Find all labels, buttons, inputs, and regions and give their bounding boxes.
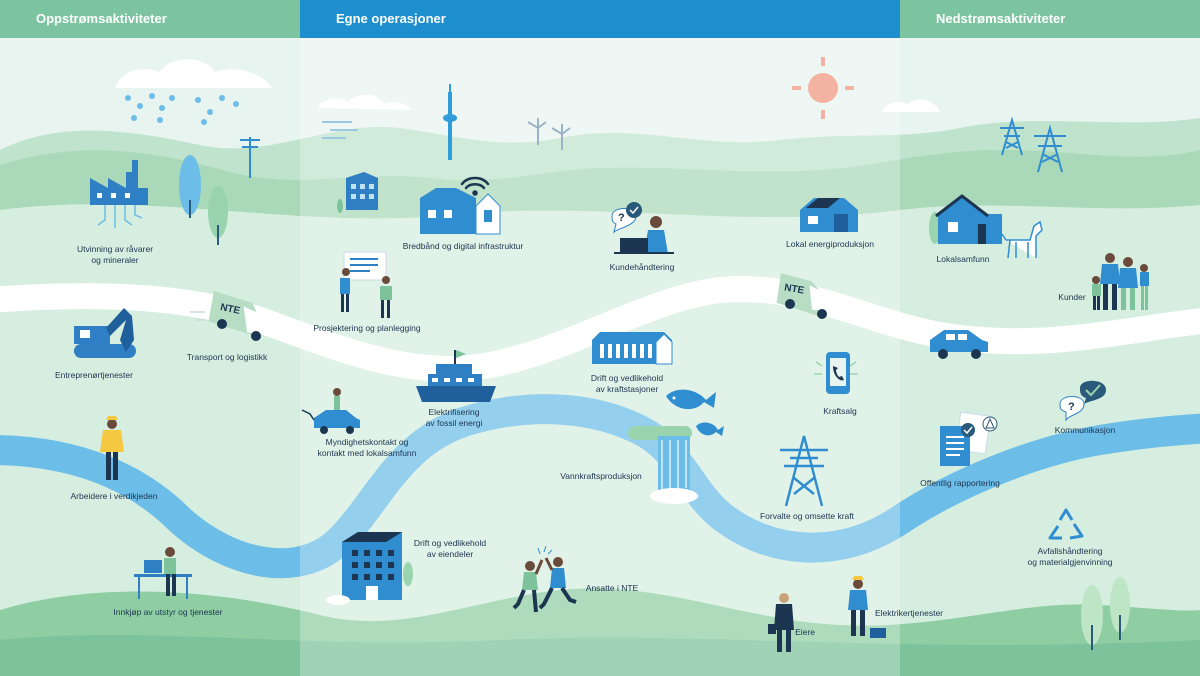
apartment-icon bbox=[337, 172, 378, 213]
label-raw-materials: Utvinning av råvarer og mineraler bbox=[60, 244, 170, 265]
factory-icon bbox=[90, 160, 148, 228]
label-community: Lokalsamfunn bbox=[936, 254, 990, 264]
svg-text:?: ? bbox=[618, 212, 625, 224]
power-pylon-icon bbox=[780, 435, 828, 507]
label-planning: Prosjektering og planlegging bbox=[313, 323, 421, 333]
car-icon bbox=[930, 330, 988, 359]
svg-text:?: ? bbox=[1068, 401, 1075, 413]
label-owners: Eiere bbox=[795, 627, 815, 637]
broadband-house-icon bbox=[420, 188, 501, 235]
cloud-icon bbox=[318, 94, 412, 110]
label-customer-service: Kundehåndtering bbox=[609, 262, 675, 272]
phone-icon bbox=[814, 352, 858, 394]
planning-board-icon bbox=[340, 251, 392, 318]
label-waste-line1: Avfallshåndtering bbox=[1037, 546, 1103, 556]
dog-icon bbox=[1001, 220, 1043, 259]
label-workers: Arbeidere i verdikjeden bbox=[70, 491, 158, 501]
electrician-icon bbox=[848, 576, 886, 638]
label-plant-ops: Drift og vedlikehold av kraftstasjoner bbox=[584, 373, 670, 394]
label-broadband: Bredbånd og digital infrastruktur bbox=[402, 241, 524, 251]
desk-worker-icon bbox=[134, 547, 192, 599]
label-electrification-line2: av fossil energi bbox=[425, 417, 483, 428]
label-authority-contact: Myndighetskontakt og kontakt med lokalsa… bbox=[312, 437, 422, 458]
report-documents-icon bbox=[940, 411, 998, 466]
label-communication: Kommunikasjon bbox=[1054, 425, 1116, 435]
recycle-icon bbox=[1048, 508, 1084, 540]
label-authority-line2: kontakt med lokalsamfunn bbox=[317, 447, 417, 458]
header-upstream: Oppstrømsaktiviteter bbox=[0, 0, 300, 38]
communication-icon: ? bbox=[1059, 380, 1106, 422]
label-authority-line1: Myndighetskontakt og bbox=[325, 437, 409, 447]
bottom-foreground bbox=[0, 635, 1200, 676]
customer-service-icon: ? bbox=[611, 202, 674, 254]
label-procurement: Innkjøp av utstyr og tjenester bbox=[113, 607, 223, 617]
label-customers: Kunder bbox=[1058, 292, 1086, 302]
label-property-ops-line2: av eiendeler bbox=[426, 548, 474, 559]
label-waste-line2: og materialgjenvinning bbox=[1027, 556, 1113, 567]
fish-icon bbox=[666, 389, 724, 436]
label-power-sales: Kraftsalg bbox=[823, 406, 857, 416]
label-property-ops-line1: Drift og vedlikehold bbox=[413, 538, 487, 548]
wind-turbine-icon bbox=[527, 118, 571, 150]
pylon-icon bbox=[1000, 116, 1066, 173]
label-plant-ops-line2: av kraftstasjoner bbox=[595, 383, 659, 394]
rain-icon bbox=[125, 93, 239, 125]
power-station-icon bbox=[592, 332, 673, 365]
customers-icon bbox=[1092, 253, 1149, 310]
tree-icon bbox=[179, 155, 1130, 650]
sun-icon bbox=[792, 57, 854, 119]
cloud-icon bbox=[115, 59, 272, 88]
label-grid: Forvalte og omsette kraft bbox=[759, 511, 854, 521]
label-raw-materials-line1: Utvinning av råvarer bbox=[76, 244, 154, 254]
header-downstream: Nedstrømsaktiviteter bbox=[900, 0, 1200, 38]
label-waste: Avfallshåndtering og materialgjenvinning bbox=[1022, 546, 1118, 567]
community-house-icon bbox=[935, 194, 1002, 244]
river bbox=[0, 394, 1200, 579]
label-employees: Ansatte i NTE bbox=[585, 583, 639, 593]
header-own-operations: Egne operasjoner bbox=[300, 0, 900, 38]
label-hydropower: Vannkraftsproduksjon bbox=[560, 471, 642, 481]
excavator-icon bbox=[74, 308, 136, 358]
tower-icon bbox=[443, 84, 457, 160]
office-building-icon bbox=[326, 532, 413, 605]
cloud-icon bbox=[882, 99, 940, 112]
wifi-icon bbox=[460, 176, 490, 196]
electric-car-icon bbox=[301, 388, 360, 434]
wind-icon bbox=[322, 121, 358, 139]
nte-van-right bbox=[776, 273, 833, 319]
label-electrification-line1: Elektrifisering bbox=[428, 407, 480, 417]
label-electrification: Elektrifisering av fossil energi bbox=[414, 407, 494, 428]
label-electricians: Elektrikertjenester bbox=[874, 608, 944, 618]
label-raw-materials-line2: og mineraler bbox=[91, 254, 139, 265]
power-pole-icon bbox=[240, 137, 260, 178]
label-transport: Transport og logistikk bbox=[186, 352, 268, 362]
employees-icon bbox=[512, 545, 577, 613]
solar-house-icon bbox=[800, 198, 858, 232]
label-plant-ops-line1: Drift og vedlikehold bbox=[590, 373, 664, 383]
nte-van-left bbox=[190, 290, 268, 341]
worker-icon bbox=[100, 416, 124, 480]
electric-ferry-icon bbox=[416, 350, 496, 402]
label-reporting: Offentlig rapportering bbox=[920, 478, 1000, 488]
owner-icon bbox=[768, 593, 794, 652]
waterfall-icon bbox=[628, 426, 698, 504]
label-property-ops: Drift og vedlikehold av eiendeler bbox=[410, 538, 490, 559]
label-contractors: Entreprenørtjenester bbox=[55, 370, 133, 380]
label-local-energy: Lokal energiproduksjon bbox=[786, 239, 874, 249]
